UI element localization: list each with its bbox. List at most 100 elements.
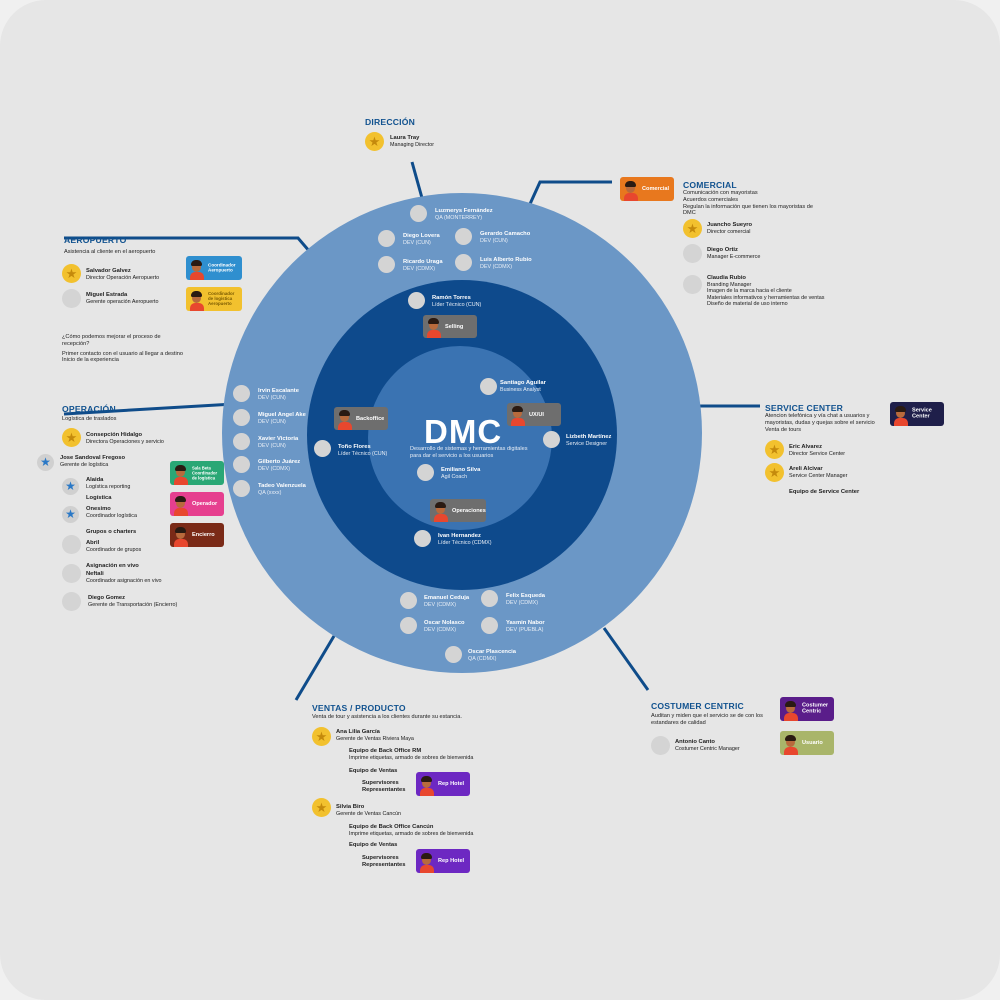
avatar — [400, 592, 417, 609]
star-icon: ★ — [62, 478, 79, 495]
sala-beta-badge: Sala Beta Coordinador de logística — [170, 461, 224, 485]
avatar — [410, 205, 427, 222]
avatar — [417, 464, 434, 481]
avatar — [683, 244, 702, 263]
avatar — [480, 378, 497, 395]
service-title: SERVICE CENTER — [765, 403, 844, 413]
avatar — [233, 409, 250, 426]
star-icon: ★ — [765, 440, 784, 459]
team-label: Equipo de Ventas — [349, 842, 398, 848]
star-icon: ★ — [312, 798, 331, 817]
star-icon: ★ — [312, 727, 331, 746]
group-label: Asignación en vivo — [86, 563, 139, 569]
avatar — [62, 592, 81, 611]
comercial-title: COMERCIAL — [683, 180, 737, 190]
avatar — [314, 440, 331, 457]
avatar — [651, 736, 670, 755]
uxui-badge: UX/UI — [507, 403, 561, 426]
costumer-centric-badge: Costumer Centric — [780, 697, 834, 721]
aeropuerto-desc: Asistencia al cliente en el aeropuerto — [64, 249, 156, 255]
star-icon: ★ — [62, 428, 81, 447]
costumer-desc: Auditan y miden que el servicio se de co… — [651, 713, 763, 726]
avatar — [378, 256, 395, 273]
avatar — [414, 530, 431, 547]
rep-hotel-badge: Rep Hotel — [416, 772, 470, 796]
avatar — [481, 617, 498, 634]
avatar — [683, 275, 702, 294]
costumer-title: COSTUMER CENTRIC — [651, 701, 744, 711]
operacion-title: OPERACIÓN — [62, 404, 116, 414]
group-label: Grupos o charters — [86, 529, 137, 535]
avatar — [233, 385, 250, 402]
star-icon: ★ — [365, 132, 384, 151]
direccion-title: DIRECCIÓN — [365, 117, 416, 127]
comercial-badge: Comercial — [620, 177, 674, 201]
avatar — [62, 535, 81, 554]
aeropuerto-title: AEROPUERTO — [64, 235, 127, 245]
operacion-desc: Logística de traslados — [62, 416, 117, 422]
star-icon: ★ — [62, 506, 79, 523]
group-label: Logística — [86, 495, 112, 501]
avatar — [543, 431, 560, 448]
inner-ring — [368, 346, 552, 530]
backoffice-badge: Backoffice — [334, 407, 388, 430]
star-icon: ★ — [765, 463, 784, 482]
dmc-title: DMC — [424, 413, 503, 450]
avatar — [408, 292, 425, 309]
avatar — [445, 646, 462, 663]
team-label: Equipo de Ventas — [349, 768, 398, 774]
avatar — [400, 617, 417, 634]
avatar — [62, 289, 81, 308]
dmc-subtitle: Desarrollo de sistemas y herramientas di… — [410, 446, 528, 459]
operador-badge: Operador — [170, 492, 224, 516]
avatar — [233, 480, 250, 497]
operaciones-badge: Operaciones — [430, 499, 486, 522]
avatar — [455, 228, 472, 245]
star-icon: ★ — [62, 264, 81, 283]
rep-hotel-badge: Rep Hotel — [416, 849, 470, 873]
service-desc: Atencion telefónica y vía chat a usuario… — [765, 413, 875, 433]
encierro-badge: Encierro — [170, 523, 224, 547]
group-label: Equipo de Service Center — [789, 489, 860, 495]
avatar — [455, 254, 472, 271]
avatar — [233, 433, 250, 450]
service-center-badge: Service Center — [890, 402, 944, 426]
coordinador-logistica-badge: Coordinador de logística Aeropuerto — [186, 287, 242, 311]
